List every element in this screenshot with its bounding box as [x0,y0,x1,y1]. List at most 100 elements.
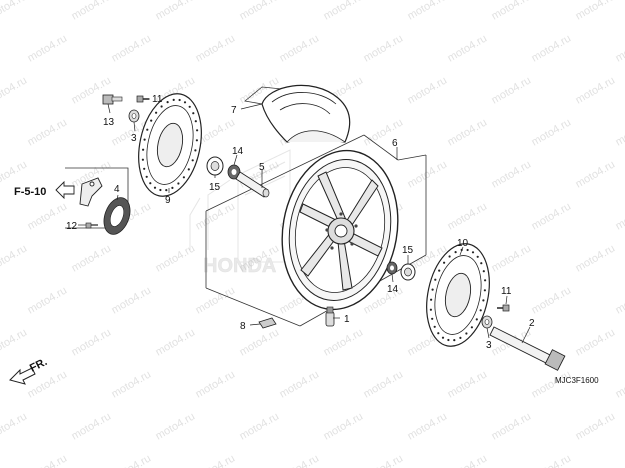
watermark-text: moto4.ru [26,200,70,232]
disc-vent-hole [437,332,440,335]
callout-1: 1 [344,314,350,325]
disc-vent-hole [471,251,475,254]
watermark-text: moto4.ru [446,200,490,232]
watermark-text: moto4.ru [614,32,625,64]
collar-3-left [128,109,140,123]
disc-vent-hole [482,299,485,302]
watermark-text: moto4.ru [406,410,450,442]
callout-11-right: 11 [501,286,512,297]
disc-vent-hole [466,248,469,252]
watermark-text: moto4.ru [278,368,322,400]
disc-vent-hole [166,101,169,104]
disc-vent-hole [429,308,432,311]
watermark-text: moto4.ru [238,0,282,23]
tire [261,84,351,143]
disc-vent-hole [430,298,433,301]
watermark-text: moto4.ru [0,326,29,358]
callout-4: 4 [114,184,120,195]
disc-vent-hole [475,318,478,321]
front-arrow-icon [9,367,36,385]
watermark-text: moto4.ru [194,200,238,232]
watermark-text: moto4.ru [26,116,70,148]
watermark-text: moto4.ru [194,284,238,316]
disc-vent-hole [443,261,446,264]
watermark-text: moto4.ru [574,326,618,358]
disc-vent-hole [470,326,473,329]
disc-vent-hole [159,188,162,192]
disc-vent-hole [434,278,437,281]
disc-vent-hole [188,105,191,108]
callout-13: 13 [103,117,115,128]
disc-vent-hole [183,101,187,104]
disc-vent-hole [447,338,450,342]
disc-vent-hole [192,112,195,115]
watermark-text: moto4.ru [70,410,114,442]
watermark-text: moto4.ru [614,284,625,316]
callout-7: 7 [231,105,237,116]
brake-disc-right [426,243,490,347]
watermark-text: moto4.ru [446,32,490,64]
watermark-text: moto4.ru [110,32,154,64]
speed-sensor [79,177,103,207]
watermark-text: moto4.ru [154,410,198,442]
watermark-text: moto4.ru [110,452,154,468]
disc-vent-hole [454,251,457,254]
brake-disc-left [138,93,202,197]
watermark-text: moto4.ru [110,368,154,400]
watermark-text: moto4.ru [322,410,366,442]
front-arrow-label: FR. [28,356,49,375]
disc-vent-hole [484,279,487,282]
brake-disc-left-holes [141,98,199,192]
disc-vent-hole [153,186,157,189]
balance-weight-8 [258,317,277,329]
callout-9: 9 [165,195,171,206]
disc-vent-hole [143,138,146,141]
watermark-text: moto4.ru [0,0,29,23]
watermark-text: moto4.ru [194,32,238,64]
disc-vent-hole [146,128,149,131]
watermark-text: moto4.ru [490,410,534,442]
callout-3-right: 3 [486,340,492,351]
disc-vent-hole [433,325,436,328]
watermark-text: moto4.ru [322,0,366,23]
valve-1 [325,306,335,327]
diagram-code: MJC3F1600 [555,376,599,385]
disc-vent-hole [194,149,197,152]
bolt-13 [102,94,123,105]
reference-f-5-10[interactable]: F-5-10 [14,180,75,200]
watermark-text: moto4.ru [154,0,198,23]
disc-vent-hole [155,111,158,114]
disc-vent-hole [149,182,152,185]
watermark-text: moto4.ru [574,74,618,106]
callout-6: 6 [392,138,398,149]
watermark-text: moto4.ru [490,0,534,23]
callout-8: 8 [240,321,246,332]
collar-3-right [481,315,493,329]
watermark-text: moto4.ru [194,452,238,468]
disc-vent-hole [145,175,148,178]
watermark-text: moto4.ru [614,368,625,400]
leader-lines [78,98,531,344]
disc-vent-hole [453,339,456,342]
watermark-text: moto4.ru [70,242,114,274]
watermark-text: moto4.ru [530,32,574,64]
watermark-text: moto4.ru [446,116,490,148]
disc-vent-hole [141,158,144,161]
watermark-text: moto4.ru [574,410,618,442]
watermark-text: moto4.ru [362,32,406,64]
watermark-text: moto4.ru [406,158,450,190]
watermark-text: moto4.ru [26,452,70,468]
brand-logo-text: HONDA [203,255,276,277]
disc-vent-hole [171,186,174,189]
disc-bolt-11-right [497,304,510,312]
watermark-text: moto4.ru [446,368,490,400]
watermark-text: moto4.ru [154,242,198,274]
disc-vent-hole [172,98,175,101]
callout-5: 5 [259,162,265,173]
watermark-text: moto4.ru [194,368,238,400]
disc-vent-hole [482,270,485,273]
watermark-text: moto4.ru [490,74,534,106]
disc-vent-hole [476,255,479,258]
disc-vent-hole [431,288,434,291]
